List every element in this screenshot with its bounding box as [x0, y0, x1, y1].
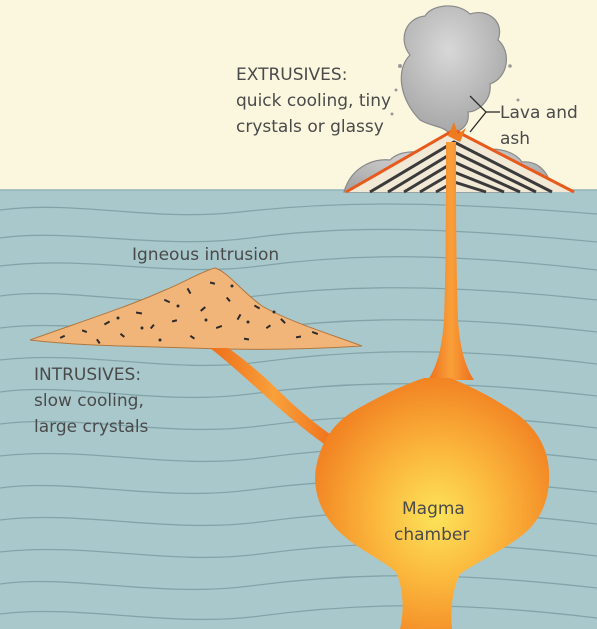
magma-chamber-line1: Magma [402, 499, 465, 519]
intrusives-title: INTRUSIVES: [34, 365, 141, 385]
intrusives-line1: slow cooling, [34, 391, 144, 411]
extrusives-line1: quick cooling, tiny [236, 91, 391, 111]
igneous-intrusion-label: Igneous intrusion [132, 245, 279, 265]
extrusives-title: EXTRUSIVES: [236, 65, 347, 85]
intrusives-line2: large crystals [34, 417, 149, 437]
lava-label-line2: ash [500, 129, 530, 149]
magma-chamber-line2: chamber [394, 525, 469, 545]
extrusives-line2: crystals or glassy [236, 117, 384, 137]
lava-label-line1: Lava and [500, 103, 578, 123]
